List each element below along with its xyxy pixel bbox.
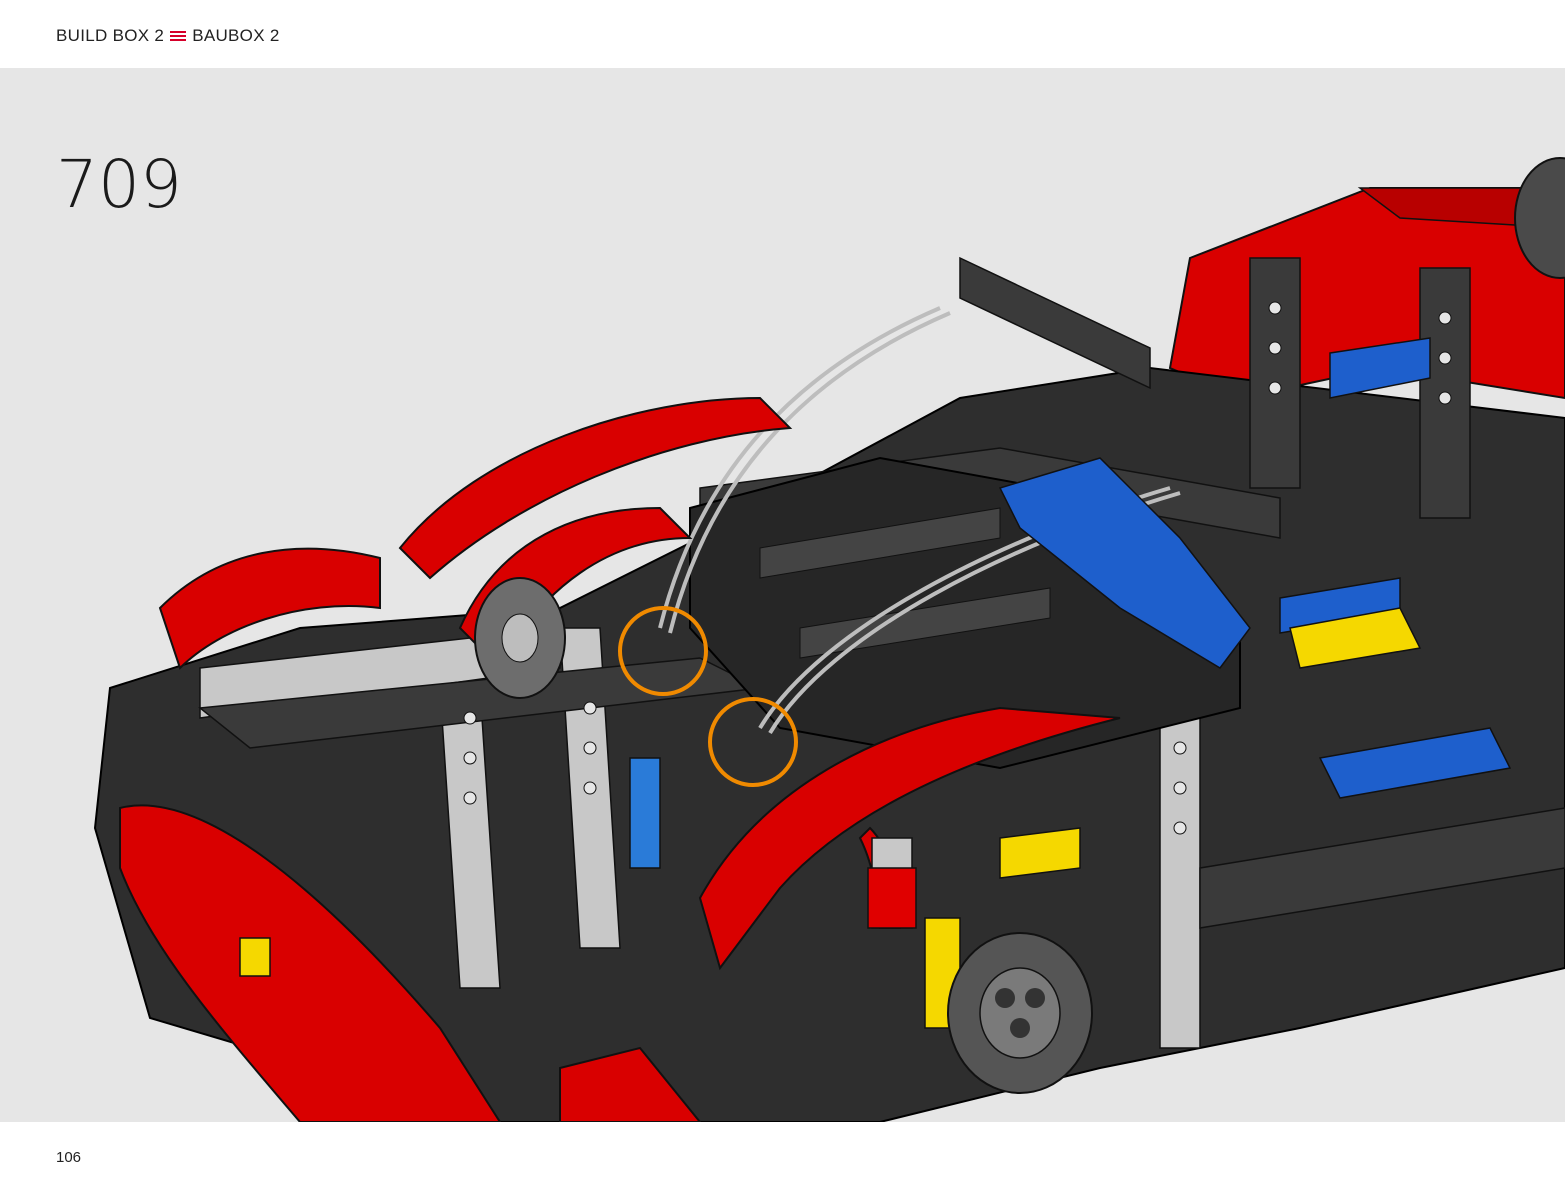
shock-absorber [867,837,917,929]
page-footer: 106 [0,1122,1565,1191]
wheel-hub [947,932,1093,1094]
build-box-label-en: BUILD BOX 2 [56,26,165,45]
brake-disc [474,577,566,699]
page-number: 106 [56,1149,82,1166]
hamburger-menu-icon [170,29,187,43]
callout-circle-1 [618,606,708,696]
callout-circles [618,606,798,787]
blue-components [629,337,1512,869]
page-header: BUILD BOX 2 BAUBOX 2 [0,0,1565,68]
rear-wheel [1514,157,1565,279]
step-number: 709 [56,146,182,223]
build-box-label-de: BAUBOX 2 [192,26,280,45]
build-box-title: BUILD BOX 2 BAUBOX 2 [56,26,280,46]
callout-circle-2 [708,697,798,787]
instruction-panel: 709 [0,68,1565,1122]
model-illustration [93,157,1565,1122]
beam-holes [463,301,1452,835]
badge-icon [239,937,271,977]
